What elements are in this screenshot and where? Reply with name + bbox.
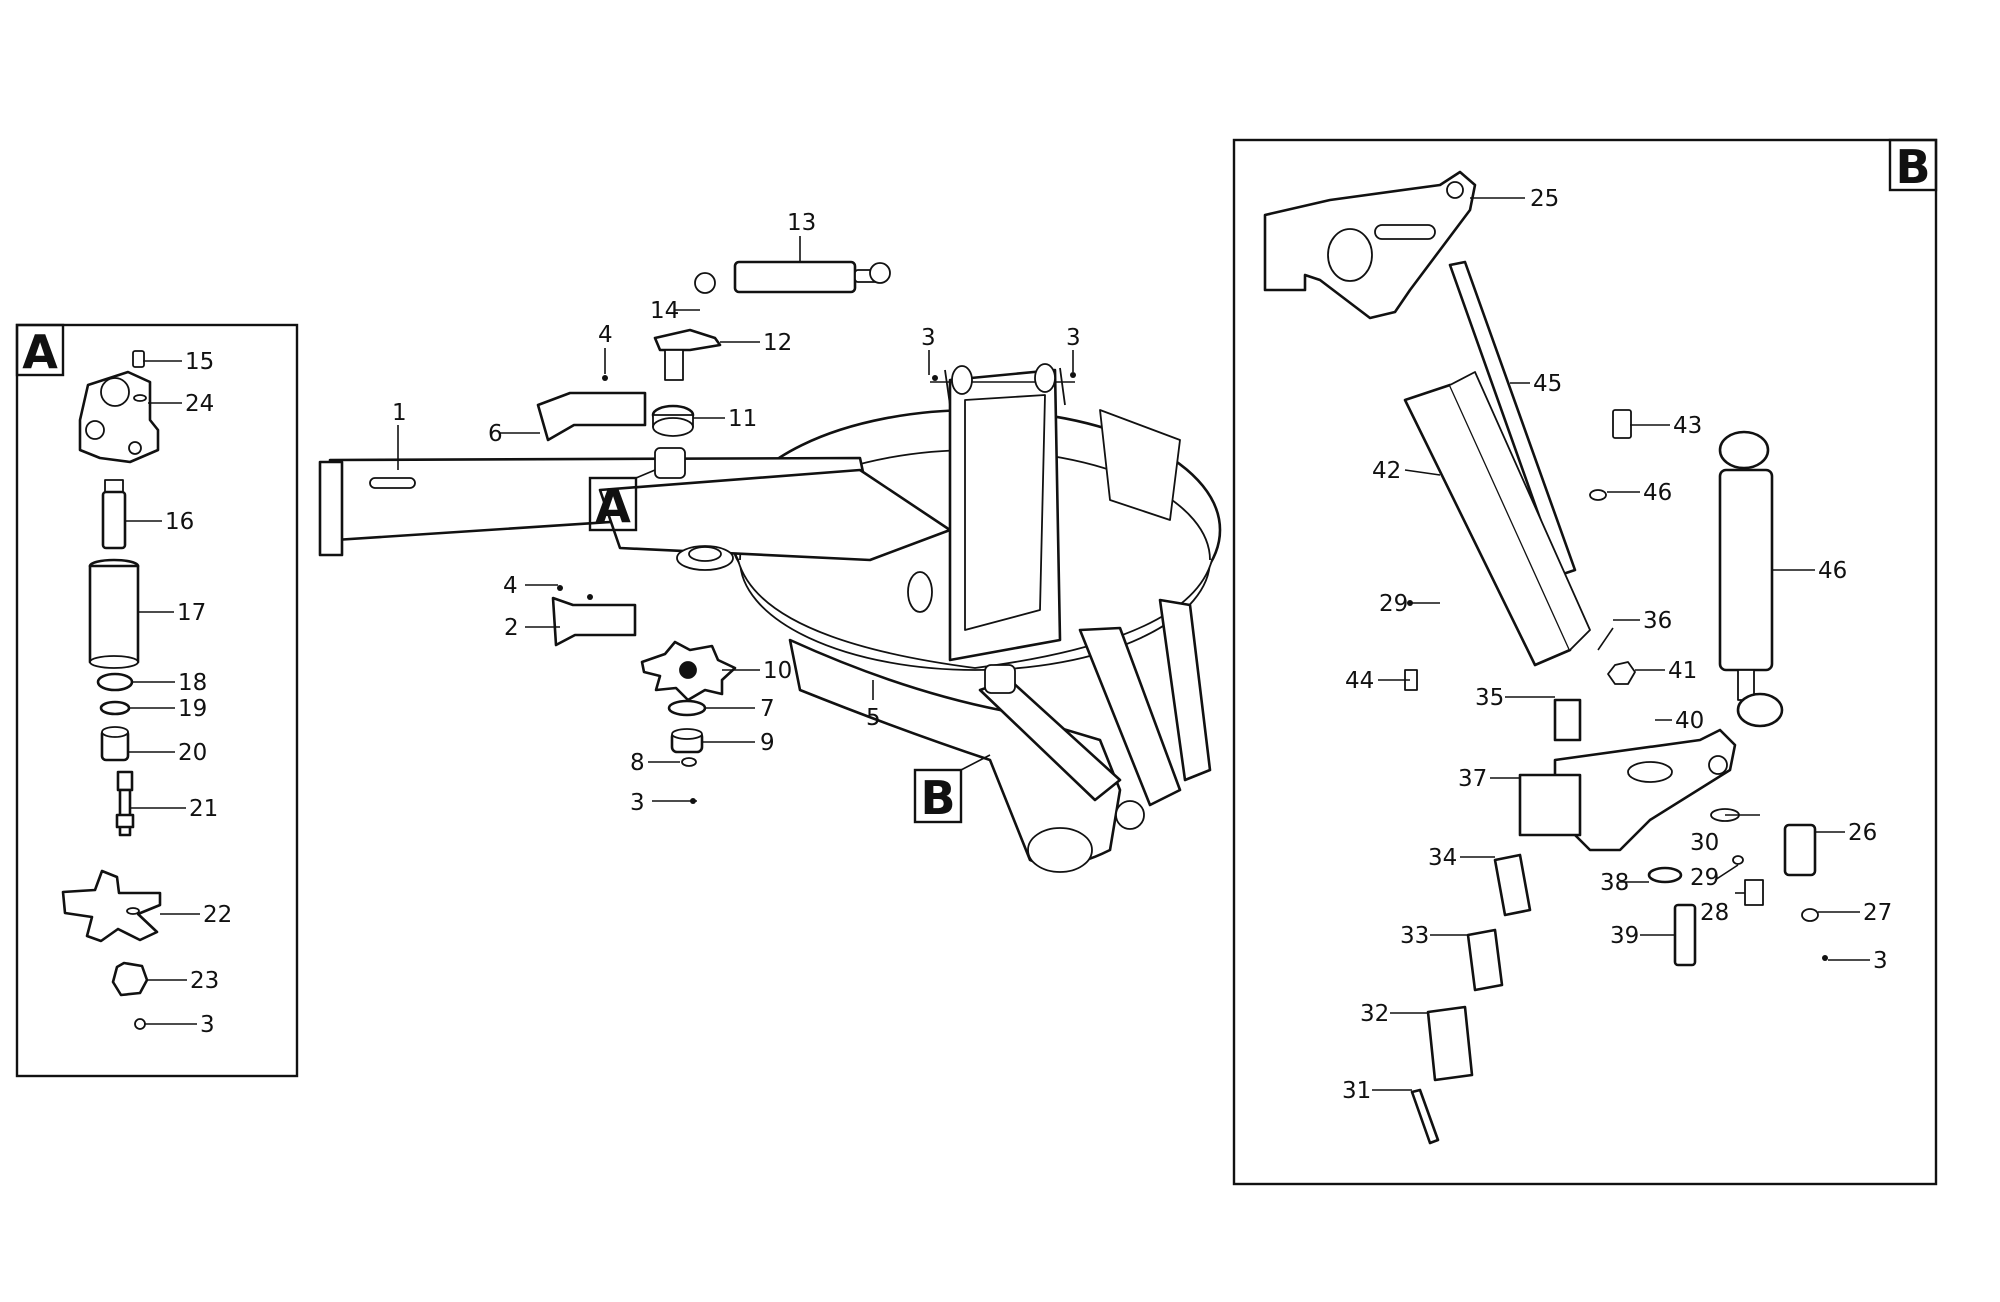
- callout-label: 3: [921, 325, 936, 351]
- detail-b-parts: [1263, 170, 1828, 1145]
- detail-markers: A B: [595, 479, 955, 825]
- callout-label: 3: [1066, 325, 1081, 351]
- detail-a-label: A: [22, 325, 58, 379]
- detail-a-marker-label: A: [595, 479, 631, 533]
- main-leaders: [397, 236, 1074, 802]
- detail-a-callouts: 15 24 16 17 18 19 20 21 22 23 3: [165, 349, 232, 1038]
- callout-label: 28: [1700, 900, 1729, 926]
- callout-label: 37: [1458, 766, 1487, 792]
- callout-label: 32: [1360, 1001, 1389, 1027]
- callout-label: 5: [866, 705, 881, 731]
- callout-label: 1: [392, 400, 407, 426]
- callout-label: 2: [504, 615, 519, 641]
- callout-label: 3: [630, 790, 645, 816]
- callout-label: 13: [787, 210, 816, 236]
- callout-label: 22: [203, 902, 232, 928]
- main-assembly-view: A B 1 2 3 3 3: [318, 210, 1222, 873]
- callout-label: 19: [178, 696, 207, 722]
- detail-b-panel: B: [1232, 138, 1938, 1186]
- callout-label: 20: [178, 740, 207, 766]
- detail-b-marker: [913, 768, 963, 824]
- callout-label: 30: [1690, 830, 1719, 856]
- callout-label: 11: [728, 406, 757, 432]
- detail-b-callouts: 25 45 43 42 46 46 29 36 41 44 35 40 37 3…: [1342, 186, 1892, 1104]
- callout-label: 42: [1372, 458, 1401, 484]
- detail-b-label: B: [1895, 140, 1930, 194]
- callout-label: 27: [1863, 900, 1892, 926]
- callout-label: 45: [1533, 371, 1562, 397]
- callout-label: 41: [1668, 658, 1697, 684]
- callout-label: 12: [763, 330, 792, 356]
- callout-label: 36: [1643, 608, 1672, 634]
- callout-label: 14: [650, 298, 679, 324]
- main-assembly-parts: [318, 260, 1222, 873]
- callout-label: 9: [760, 730, 775, 756]
- callout-label: 7: [760, 696, 775, 722]
- callout-label: 16: [165, 509, 194, 535]
- callout-label: 43: [1673, 413, 1702, 439]
- callout-label: 17: [177, 600, 206, 626]
- callout-label: 23: [190, 968, 219, 994]
- detail-b-leaders: [1372, 197, 1870, 1091]
- detail-a-panel: A: [15, 323, 299, 1078]
- detail-a-leaders: [125, 360, 200, 1025]
- callout-label: 46: [1818, 558, 1847, 584]
- callout-label: 44: [1345, 668, 1374, 694]
- detail-a-parts: [61, 350, 162, 1030]
- callout-label: 38: [1600, 870, 1629, 896]
- callout-label: 39: [1610, 923, 1639, 949]
- callout-label: 25: [1530, 186, 1559, 212]
- callout-label: 24: [185, 391, 214, 417]
- callout-label: 3: [200, 1012, 215, 1038]
- callout-label: 8: [630, 750, 645, 776]
- callout-label: 35: [1475, 685, 1504, 711]
- main-callouts: 1 2 3 3 3 4 4 5 6 7 8 9 10 11 12 13 14: [392, 210, 1081, 816]
- callout-label: 4: [598, 322, 613, 348]
- detail-b-marker-label: B: [920, 771, 955, 825]
- callout-label: 15: [185, 349, 214, 375]
- callout-label: 18: [178, 670, 207, 696]
- callout-label: 3: [1873, 948, 1888, 974]
- detail-a-marker: [588, 476, 638, 532]
- callout-label: 33: [1400, 923, 1429, 949]
- callout-label: 4: [503, 573, 518, 599]
- callout-label: 29: [1690, 865, 1719, 891]
- callout-label: 21: [189, 796, 218, 822]
- callout-label: 46: [1643, 480, 1672, 506]
- callout-label: 6: [488, 421, 503, 447]
- callout-label: 29: [1379, 591, 1408, 617]
- callout-label: 40: [1675, 708, 1704, 734]
- callout-label: 34: [1428, 845, 1457, 871]
- callout-label: 10: [763, 658, 792, 684]
- callout-label: 26: [1848, 820, 1877, 846]
- callout-label: 31: [1342, 1078, 1371, 1104]
